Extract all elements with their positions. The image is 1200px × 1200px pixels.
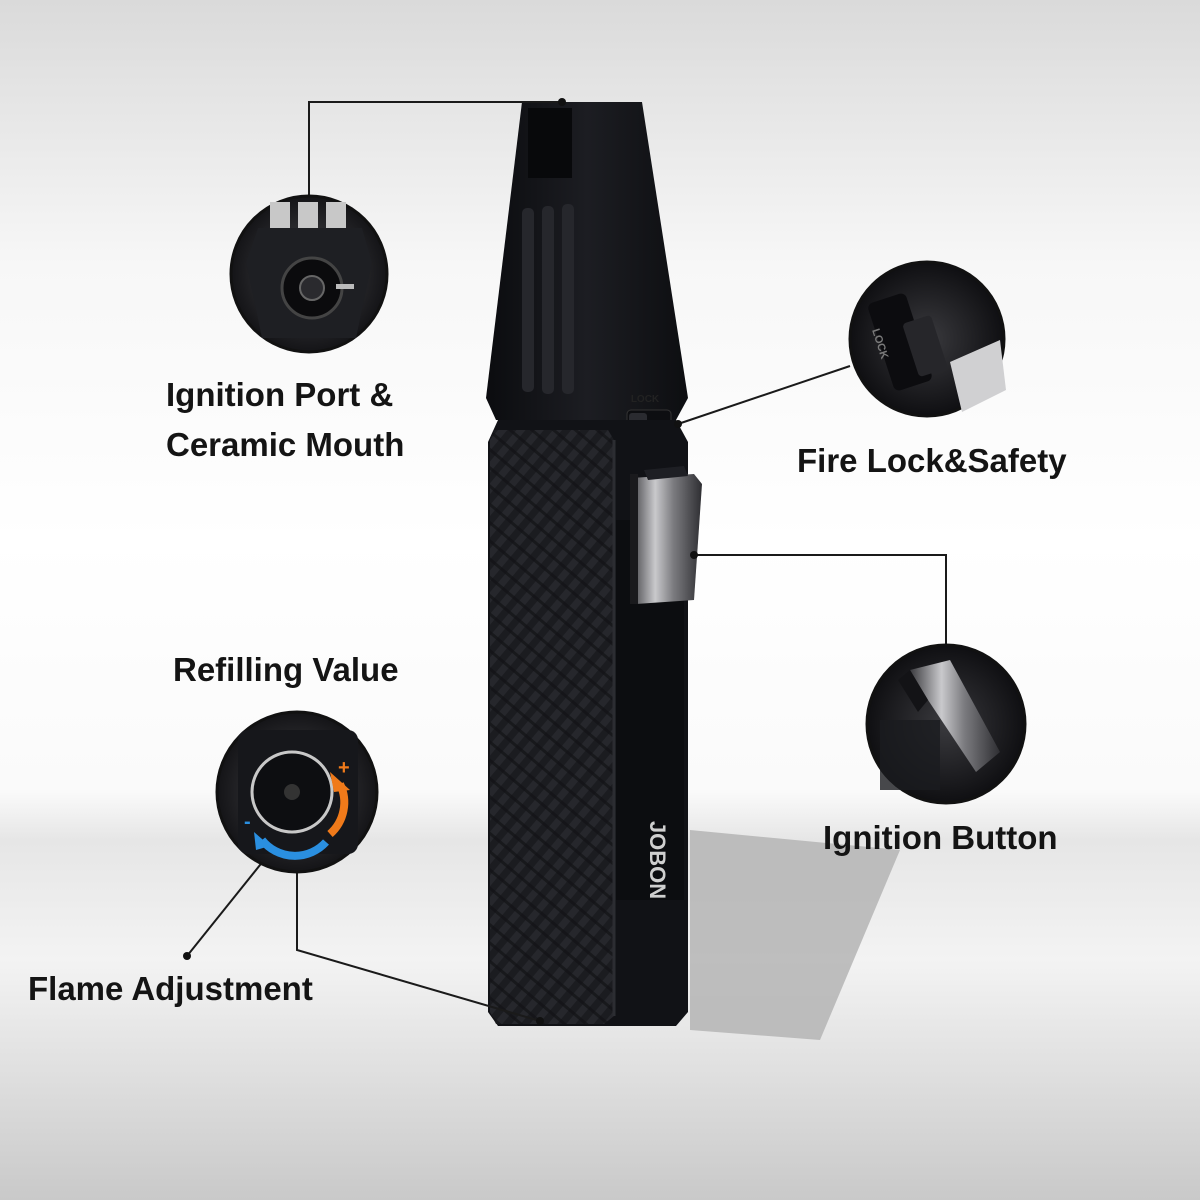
lighter-head (486, 102, 688, 420)
brand-text: JOBON (645, 821, 670, 899)
ignition-port-line (308, 101, 562, 196)
label-ignition-button: Ignition Button (823, 819, 1058, 856)
zoom-ignition-port (229, 194, 389, 354)
zoom-fire-lock: LOCK (848, 260, 1006, 418)
callout-lines (186, 101, 947, 1022)
zoom-refill-valve: + - (215, 710, 379, 874)
carbon-panel (490, 430, 614, 1024)
label-ignition-port-line1: Ignition Port & (166, 376, 394, 413)
callout-dots (183, 98, 698, 1025)
flame-line (186, 859, 265, 957)
ignition-button-line (694, 554, 947, 646)
product-shadow (690, 830, 900, 1040)
label-fire-lock: Fire Lock&Safety (797, 442, 1067, 479)
refill-line (296, 873, 541, 1022)
label-refilling-value: Refilling Value (173, 651, 399, 688)
grip-ridges (522, 204, 574, 394)
ignition-button-metal (630, 466, 702, 604)
label-ignition-port-line2: Ceramic Mouth (166, 426, 405, 463)
plus-sign: + (338, 757, 350, 779)
label-flame-adjustment: Flame Adjustment (28, 970, 313, 1007)
zoom-ignition-button (865, 643, 1027, 805)
nozzle-block (528, 108, 572, 178)
minus-sign: - (244, 811, 251, 833)
fire-lock-line (677, 365, 851, 425)
lock-text: LOCK (631, 394, 660, 405)
label-ignition-port: Ignition Port & Ceramic Mouth (166, 370, 404, 470)
